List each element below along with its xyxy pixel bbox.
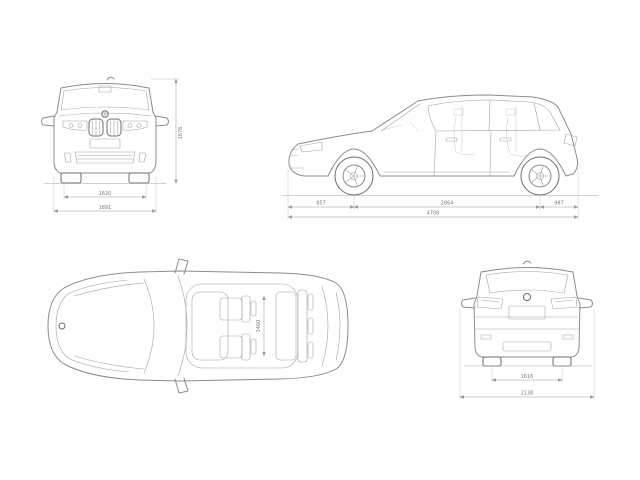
kidney-grille	[88, 118, 122, 137]
side-wheelbase-dim-label: 2864	[441, 201, 454, 207]
front-plate	[89, 138, 121, 149]
headlight-side	[299, 141, 323, 153]
side-overall-length-dim-label: 4708	[427, 211, 440, 217]
hood-contour-upper	[55, 279, 129, 327]
front-door-handle	[445, 137, 458, 142]
front-right-tire	[128, 172, 150, 184]
sunroof-panel	[191, 291, 229, 361]
front-seats-top	[219, 295, 257, 361]
windshield-line	[380, 103, 421, 132]
side-front-overhang-dim-label: 857	[316, 201, 326, 207]
b-pillar	[488, 100, 491, 132]
interior-reference-lines	[461, 106, 517, 152]
side-dimensions: 857 2864 987 4708	[287, 168, 579, 220]
right-reflector	[562, 334, 574, 340]
rear-bench-top	[275, 289, 314, 363]
left-mirror-top	[174, 258, 189, 275]
front-height-dim-label: 1676	[178, 127, 184, 140]
rear-view-drawing: 1616 2138	[459, 260, 595, 399]
side-intakes	[63, 152, 147, 163]
front-left-tire	[60, 172, 82, 184]
brand-roundel-icon	[58, 322, 66, 330]
rear-right-tire	[552, 356, 572, 367]
front-seat-sketch	[453, 108, 475, 155]
front-bumper-lines	[289, 148, 305, 169]
rearview-mirror	[98, 85, 112, 93]
rear-dimensions: 1616 2138	[459, 309, 595, 399]
roof-front-edge	[177, 275, 188, 377]
right-mirror	[155, 115, 169, 127]
windshield	[60, 87, 150, 111]
headlights	[62, 120, 148, 131]
side-glass	[427, 99, 561, 132]
rear-width-mirrors-dim-label: 2138	[521, 391, 534, 397]
front-wheel	[334, 156, 374, 196]
dashboard-sketch	[381, 121, 420, 133]
rear-door-handle	[499, 137, 512, 142]
rear-seat-sketch	[505, 108, 529, 157]
brand-roundel-icon	[101, 110, 109, 118]
top-car-outline	[47, 258, 349, 394]
front-view-drawing: 1676 1620 1891	[41, 76, 184, 213]
left-reflector	[480, 334, 492, 340]
rear-plate	[508, 305, 546, 320]
side-car-outline	[281, 94, 599, 196]
right-mirror-rear	[578, 297, 593, 309]
top-dimensions: 1460	[256, 295, 266, 357]
hood-contour-lower	[55, 325, 129, 373]
rear-window	[485, 271, 569, 294]
top-cabin-width-dim-label: 1460	[256, 320, 262, 333]
roof-antenna-fin	[106, 76, 115, 81]
rear-left-tire	[482, 356, 502, 367]
front-width-dim-label: 1891	[99, 205, 112, 211]
diffuser	[502, 341, 552, 352]
front-car-outline	[41, 76, 169, 184]
side-view-drawing: 857 2864 987 4708	[281, 94, 599, 220]
right-mirror-top	[174, 377, 189, 394]
rear-window-curves	[321, 285, 341, 367]
rear-wheel	[520, 156, 560, 196]
hood-creases	[73, 282, 145, 370]
rear-track-dim-label: 1616	[521, 374, 534, 380]
left-mirror-rear	[461, 297, 476, 309]
front-track-dim-label: 1620	[99, 191, 112, 197]
left-mirror	[41, 115, 55, 127]
top-view-drawing: 1460	[47, 258, 349, 394]
roof-antenna-fin	[522, 260, 532, 265]
rear-car-outline	[461, 260, 593, 367]
c-pillar	[533, 102, 541, 131]
taillights	[476, 296, 578, 310]
door-lines	[433, 131, 492, 176]
front-dimensions: 1676 1620 1891	[53, 78, 184, 213]
lower-intake	[74, 151, 136, 164]
side-rear-overhang-dim-label: 987	[554, 201, 564, 207]
brand-roundel-icon	[523, 293, 531, 301]
windshield-base-curve	[143, 278, 155, 374]
taillight-side	[563, 133, 578, 147]
